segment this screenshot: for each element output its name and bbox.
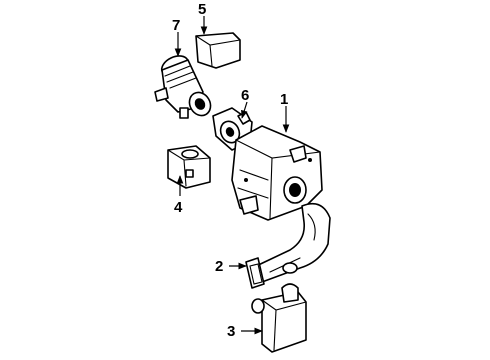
callout-7: 7	[172, 17, 180, 34]
leader-6	[241, 101, 248, 119]
part-1-air-cleaner-housing	[231, 125, 323, 221]
part-3-lower-resonator	[251, 283, 307, 353]
callout-6: 6	[241, 87, 249, 104]
callout-1: 1	[280, 91, 288, 108]
callout-2: 2	[215, 258, 223, 275]
part-4-resonator	[167, 145, 211, 189]
callout-4: 4	[174, 199, 183, 216]
part-2-gasket	[245, 257, 265, 289]
part-7-throttle-body	[154, 55, 212, 119]
callout-5: 5	[198, 1, 206, 18]
callout-3: 3	[227, 323, 235, 340]
part-5-filter-pad	[195, 32, 241, 69]
air-intake-duct	[251, 202, 331, 283]
